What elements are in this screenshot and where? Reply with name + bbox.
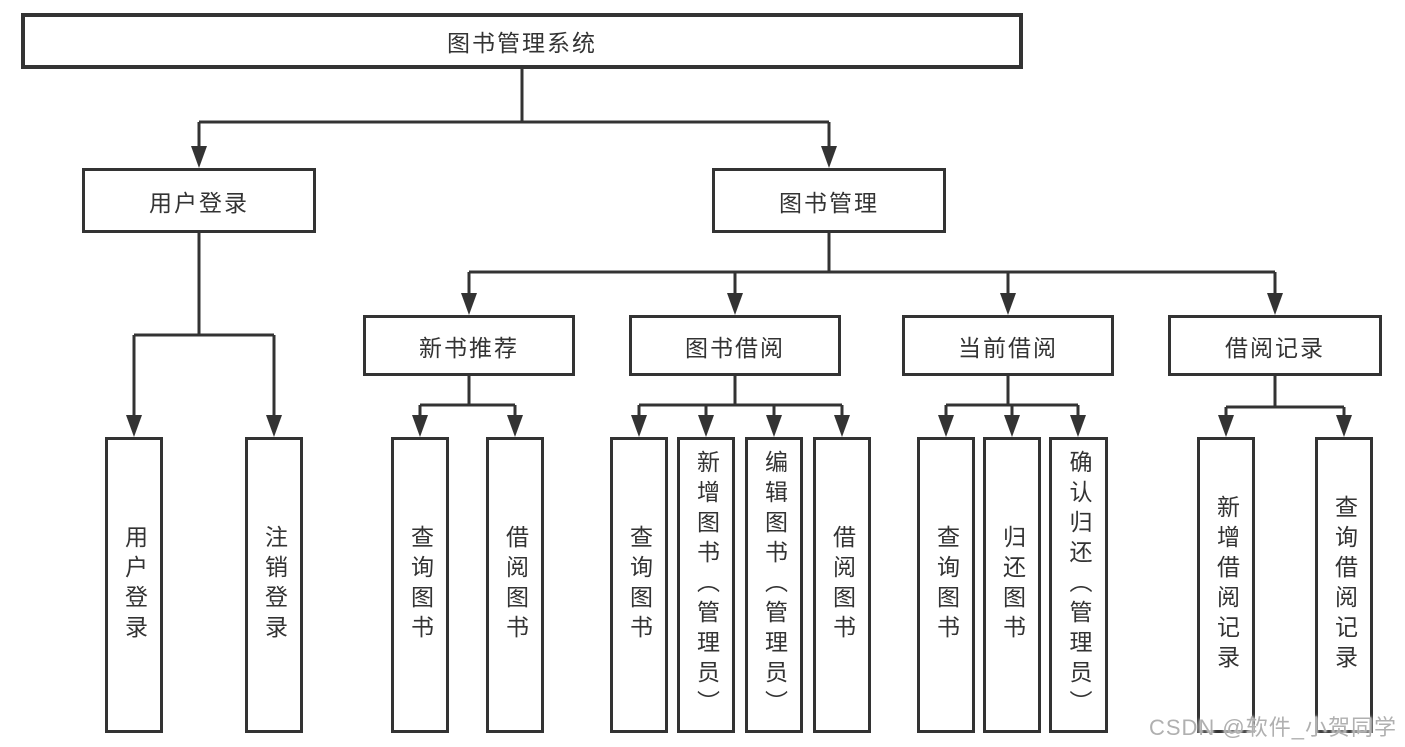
node-leaf-add-borrow-record: 新增借阅记录 bbox=[1197, 437, 1255, 733]
node-label: 归还图书 bbox=[999, 525, 1026, 645]
connector-new-book-to-leaves bbox=[412, 376, 523, 437]
node-label: 用户登录 bbox=[121, 525, 148, 645]
csdn-watermark: CSDN @软件_小贺同学 bbox=[1148, 715, 1397, 740]
node-library-system: 图书管理系统 bbox=[21, 13, 1023, 69]
node-label: 新书推荐 bbox=[419, 334, 519, 361]
node-label: 借阅记录 bbox=[1225, 334, 1325, 361]
node-current-borrow: 当前借阅 bbox=[902, 315, 1114, 376]
node-label: 注销登录 bbox=[261, 525, 288, 645]
connector-borrow-records-to-leaves bbox=[1218, 376, 1352, 437]
node-label: 编辑图书（管理员） bbox=[761, 450, 788, 720]
connector-current-borrow-to-leaves bbox=[938, 376, 1086, 437]
node-label: 图书管理 bbox=[779, 189, 879, 216]
node-label: 新增图书（管理员） bbox=[693, 450, 720, 720]
node-label: 查询图书 bbox=[933, 525, 960, 645]
node-leaf-borrow-books-recommend: 借阅图书 bbox=[486, 437, 544, 733]
node-label: 查询图书 bbox=[626, 525, 653, 645]
node-book-borrow: 图书借阅 bbox=[629, 315, 841, 376]
node-leaf-query-books-recommend: 查询图书 bbox=[391, 437, 449, 733]
node-label: 确认归还（管理员） bbox=[1066, 450, 1092, 720]
node-leaf-user-login: 用户登录 bbox=[105, 437, 163, 733]
connector-book-borrow-to-leaves bbox=[631, 376, 850, 437]
connector-book-management-to-level3 bbox=[461, 233, 1283, 315]
node-book-management: 图书管理 bbox=[712, 168, 946, 233]
node-label: 借阅图书 bbox=[502, 525, 529, 645]
node-leaf-edit-book-admin: 编辑图书（管理员） bbox=[745, 437, 803, 733]
node-user-login: 用户登录 bbox=[82, 168, 316, 233]
node-label: 图书管理系统 bbox=[447, 30, 597, 56]
node-leaf-query-borrow-record: 查询借阅记录 bbox=[1315, 437, 1373, 733]
node-borrow-records: 借阅记录 bbox=[1168, 315, 1382, 376]
node-label: 查询图书 bbox=[407, 525, 434, 645]
node-leaf-query-books-borrow: 查询图书 bbox=[610, 437, 668, 733]
node-label: 图书借阅 bbox=[685, 334, 785, 361]
node-label: 借阅图书 bbox=[829, 525, 856, 645]
node-new-book-recommend: 新书推荐 bbox=[363, 315, 575, 376]
node-leaf-return-book: 归还图书 bbox=[983, 437, 1041, 733]
connector-user-login-to-leaves bbox=[126, 233, 282, 437]
node-leaf-query-books-current: 查询图书 bbox=[917, 437, 975, 733]
node-label: 查询借阅记录 bbox=[1331, 495, 1358, 675]
node-leaf-confirm-return-admin: 确认归还（管理员） bbox=[1049, 437, 1108, 733]
node-label: 当前借阅 bbox=[958, 334, 1058, 361]
node-leaf-add-book-admin: 新增图书（管理员） bbox=[677, 437, 735, 733]
node-leaf-borrow-books: 借阅图书 bbox=[813, 437, 871, 733]
node-label: 新增借阅记录 bbox=[1213, 495, 1240, 675]
node-leaf-logout: 注销登录 bbox=[245, 437, 303, 733]
node-label: 用户登录 bbox=[149, 189, 249, 216]
connector-root-to-level2 bbox=[191, 69, 837, 168]
